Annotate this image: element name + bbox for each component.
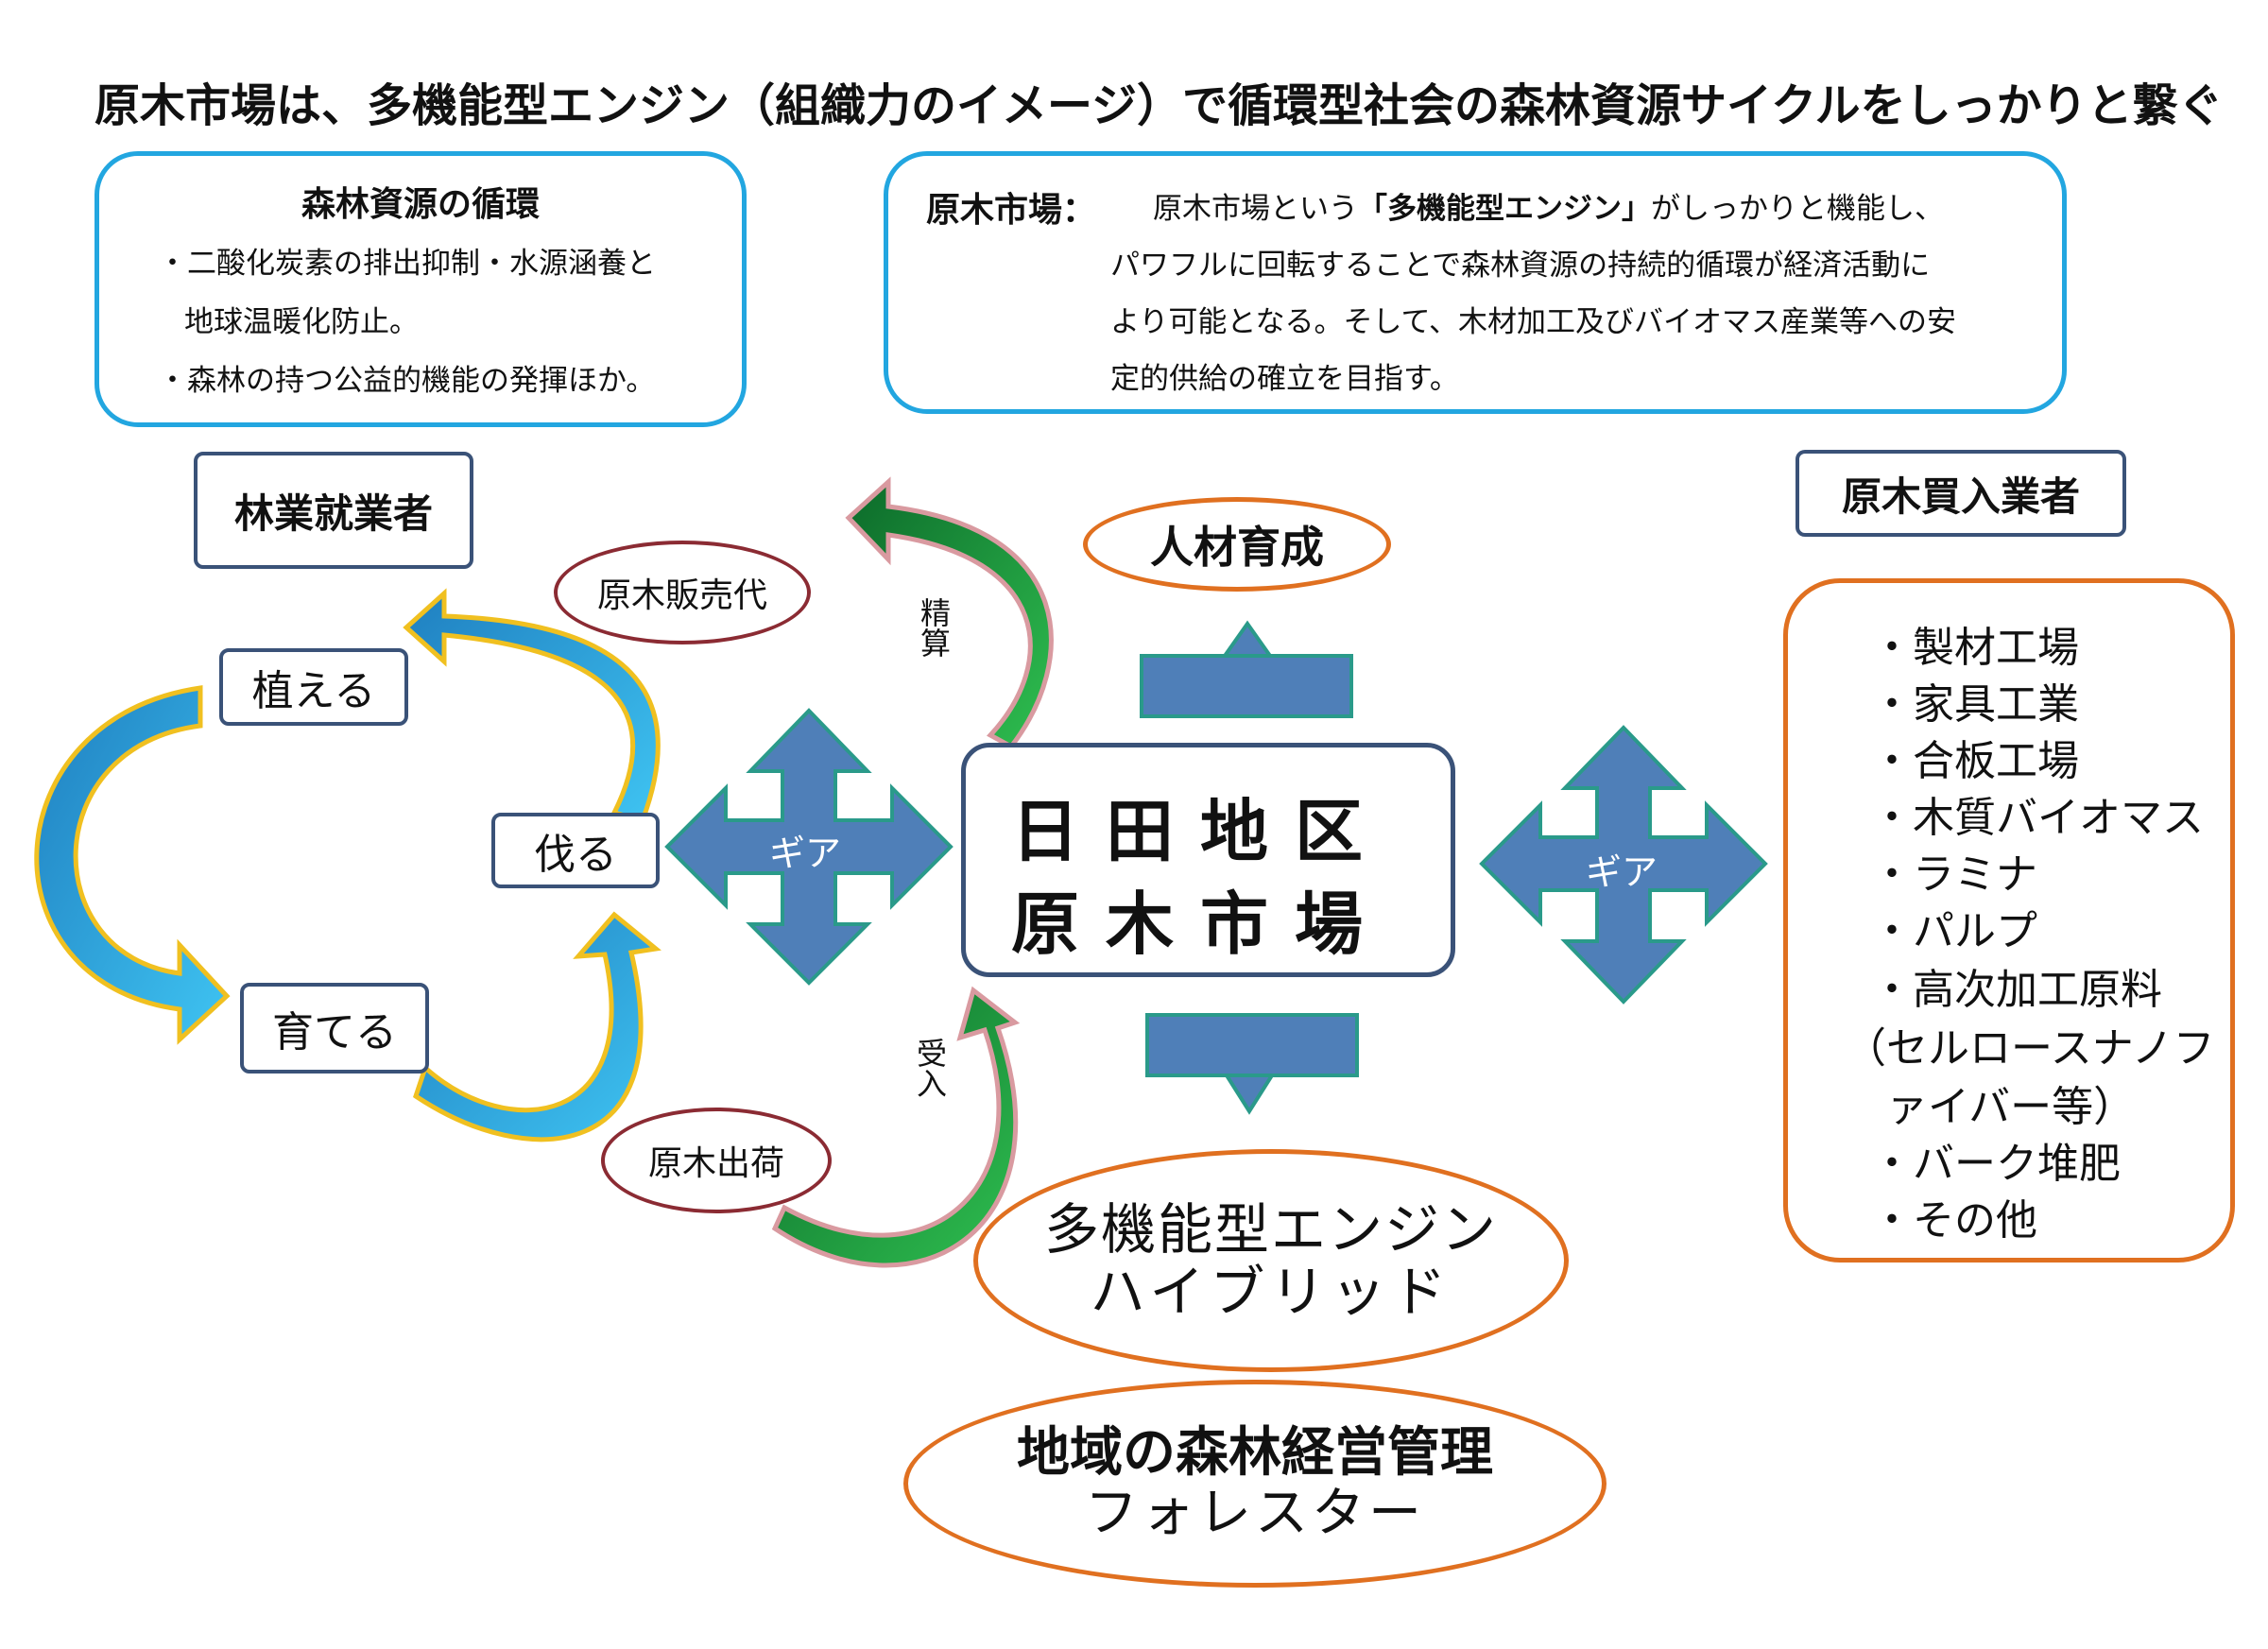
log-shipment-ellipse: 原木出荷: [601, 1108, 832, 1213]
forest-cycle-line: 地球温暖化防止。: [184, 305, 419, 339]
forestry-workers-label: 林業就業者: [194, 452, 473, 569]
gear-left-label: ギア: [769, 833, 842, 874]
buyers-list-item: ・バーク堆肥: [1871, 1140, 2121, 1188]
cycle-arrow-top: [403, 588, 661, 824]
market-line: より可能となる。そして、木材加工及びバイオマス産業等への安: [1110, 305, 1956, 339]
market-label: 原木市場：: [926, 191, 1097, 230]
receipt-arrow: [771, 986, 1021, 1268]
receipt-label: 受入: [909, 1038, 948, 1108]
engine-line1: 多機能型エンジン: [1043, 1197, 1498, 1262]
log-buyers-label: 原木買入業者: [1796, 450, 2126, 537]
market-line1-pre: 原木市場という: [1153, 192, 1358, 226]
buyers-list-item: ・合板工場: [1871, 737, 2079, 785]
log-sale-price-ellipse: 原木販売代: [554, 541, 811, 644]
buyers-list-item: ァイバー等）: [1845, 1083, 2136, 1131]
market-line1-bold: 「多機能型エンジン」: [1358, 192, 1651, 226]
page-title: 原木市場は、多機能型エンジン（組織力のイメージ）で循環型社会の森林資源サイクルを…: [94, 79, 2224, 132]
settlement-text: 精算: [916, 597, 952, 658]
receipt-text: 受入: [912, 1038, 948, 1098]
buyers-list-item: ・高次加工原料: [1871, 966, 2162, 1014]
forester-line2: フォレスター: [1085, 1483, 1425, 1544]
hr-development-ellipse: 人材育成: [1083, 497, 1391, 592]
market-line: 原木市場という「多機能型エンジン」がしっかりと機能し、: [1153, 184, 1944, 227]
buyers-list-item: ・木質バイオマス: [1871, 794, 2204, 842]
buyers-list-item: ・家具工業: [1871, 680, 2079, 729]
grow-box: 育てる: [240, 983, 429, 1074]
cycle-arrow-left: [34, 685, 231, 1045]
buyers-list-item: ・パルプ: [1871, 907, 2037, 955]
forest-cycle-line: ・森林の持つ公益的機能の発揮ほか。: [158, 364, 656, 398]
center-line2: 原木市場: [1011, 885, 1390, 964]
engine-line2: ハイブリッド: [1090, 1260, 1452, 1324]
cut-box: 伐る: [491, 813, 660, 888]
engine-ellipse: 多機能型エンジン ハイブリッド: [973, 1149, 1569, 1372]
market-line: パワフルに回転することで森林資源の持続的循環が経済活動に: [1110, 249, 1931, 283]
forest-cycle-line: ・二酸化炭素の排出抑制・水源涵養と: [158, 247, 656, 281]
plant-box: 植える: [219, 648, 408, 726]
down-arrow-shape: [1145, 1013, 1359, 1115]
gear-left-shape: [664, 708, 954, 986]
forester-line1: 地域の森林経営管理: [1017, 1422, 1493, 1484]
hr-development-text: 人材育成: [1150, 522, 1324, 573]
buyers-list-box: ・製材工場 ・家具工業 ・合板工場 ・木質バイオマス ・ラミナ ・パルプ ・高次…: [1783, 578, 2235, 1263]
up-arrow-shape: [1140, 620, 1353, 718]
buyers-list-item: （セルロースナノフ: [1845, 1024, 2215, 1073]
cycle-arrow-bottom: [413, 911, 662, 1142]
market-description-box: 原木市場： 原木市場という「多機能型エンジン」がしっかりと機能し、 パワフルに回…: [884, 151, 2067, 414]
center-line1: 日田地区: [1011, 792, 1390, 871]
gear-right-label: ギア: [1586, 851, 1658, 893]
gear-right-shape: [1479, 725, 1768, 1005]
forester-ellipse: 地域の森林経営管理 フォレスター: [903, 1380, 1606, 1588]
settlement-arrow: [845, 476, 1054, 750]
buyers-list-item: ・その他: [1871, 1196, 2037, 1245]
market-line: 定的供給の確立を目指す。: [1110, 362, 1459, 396]
buyers-list-item: ・製材工場: [1871, 624, 2079, 672]
forest-cycle-box: 森林資源の循環 ・二酸化炭素の排出抑制・水源涵養と 地球温暖化防止。 ・森林の持…: [94, 151, 747, 427]
settlement-label: 精算: [913, 597, 952, 668]
market-line1-post: がしっかりと機能し、: [1651, 192, 1944, 226]
hita-log-market-box: 日田地区 原木市場: [961, 743, 1455, 977]
forest-cycle-heading: 森林資源の循環: [301, 185, 540, 224]
buyers-list-item: ・ラミナ: [1871, 850, 2037, 899]
